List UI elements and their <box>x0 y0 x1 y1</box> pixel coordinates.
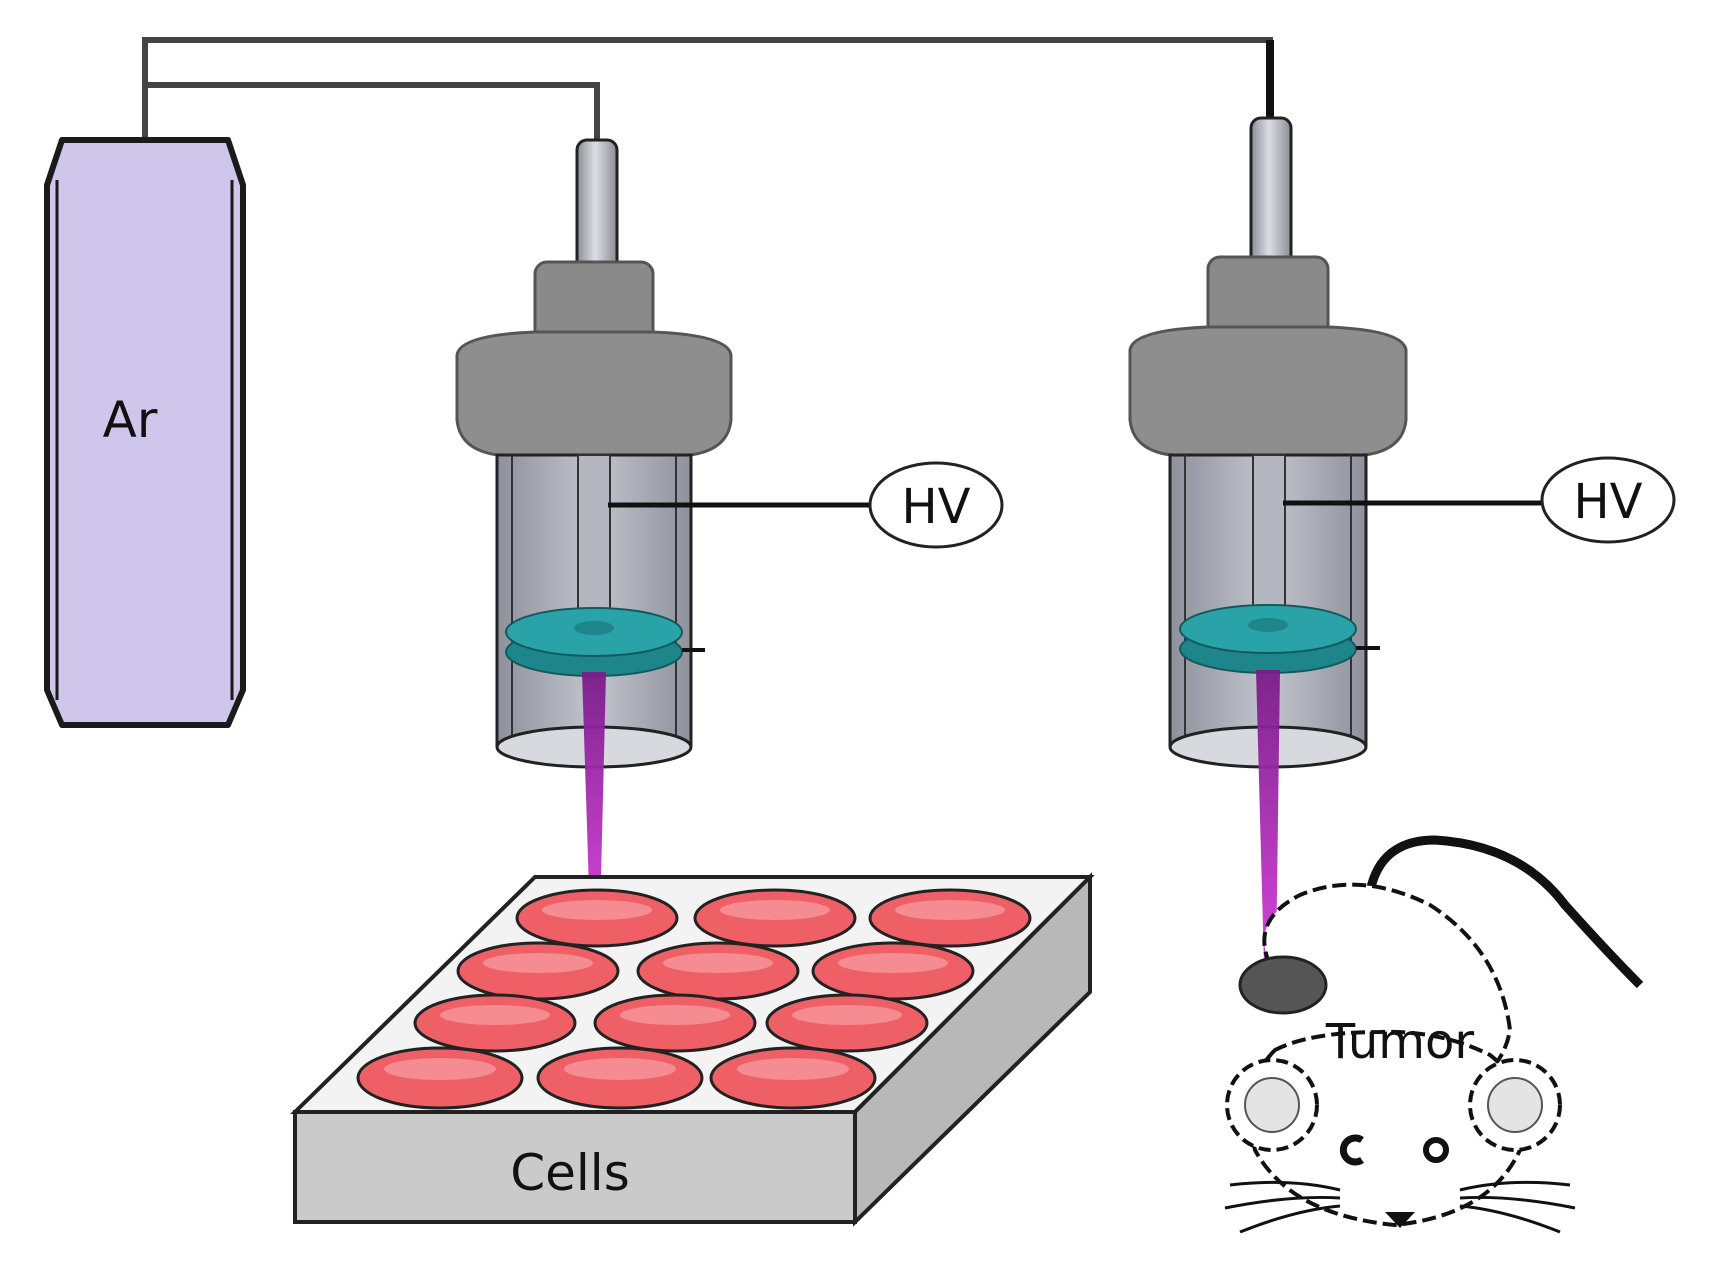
hv-badge <box>868 461 1004 549</box>
mouse-eye-right <box>1423 1137 1449 1163</box>
cells-label: Cells <box>510 1144 630 1202</box>
mouse-body <box>1262 882 1513 1082</box>
mouse-nose <box>1385 1212 1415 1228</box>
mouse-head <box>1248 1029 1526 1228</box>
electrode <box>577 454 611 626</box>
plasma-plume <box>1256 670 1280 965</box>
plate-front <box>293 1110 857 1224</box>
plasma-jet-right: HV <box>1128 116 1676 965</box>
inlet-tube <box>1249 116 1293 268</box>
mouse-eye-left <box>1339 1134 1364 1166</box>
plasma-plume <box>582 672 606 920</box>
mouse-tail <box>1365 835 1644 989</box>
tube-to-left-jet <box>142 82 600 145</box>
tube-to-right-jet <box>142 37 1273 140</box>
gas-tubing <box>142 37 1273 145</box>
argon-label: Ar <box>103 391 158 449</box>
well-plate: Cells <box>290 872 1095 1227</box>
tumor-spot <box>1238 955 1328 1015</box>
electrode <box>1252 454 1286 626</box>
plasma-jet-left: HV <box>455 138 1004 920</box>
argon-cylinder: Ar <box>44 137 246 728</box>
inlet-tube <box>575 138 619 277</box>
hv-label-left: HV <box>902 479 971 535</box>
cap-flange <box>1128 325 1408 457</box>
hv-label-right: HV <box>1574 474 1643 530</box>
mouse-whiskers <box>1224 1180 1576 1234</box>
tumor-label: Tumor <box>1325 1014 1475 1070</box>
cap-flange <box>455 330 733 457</box>
hv-badge <box>1540 456 1676 544</box>
mouse <box>1224 835 1644 1234</box>
